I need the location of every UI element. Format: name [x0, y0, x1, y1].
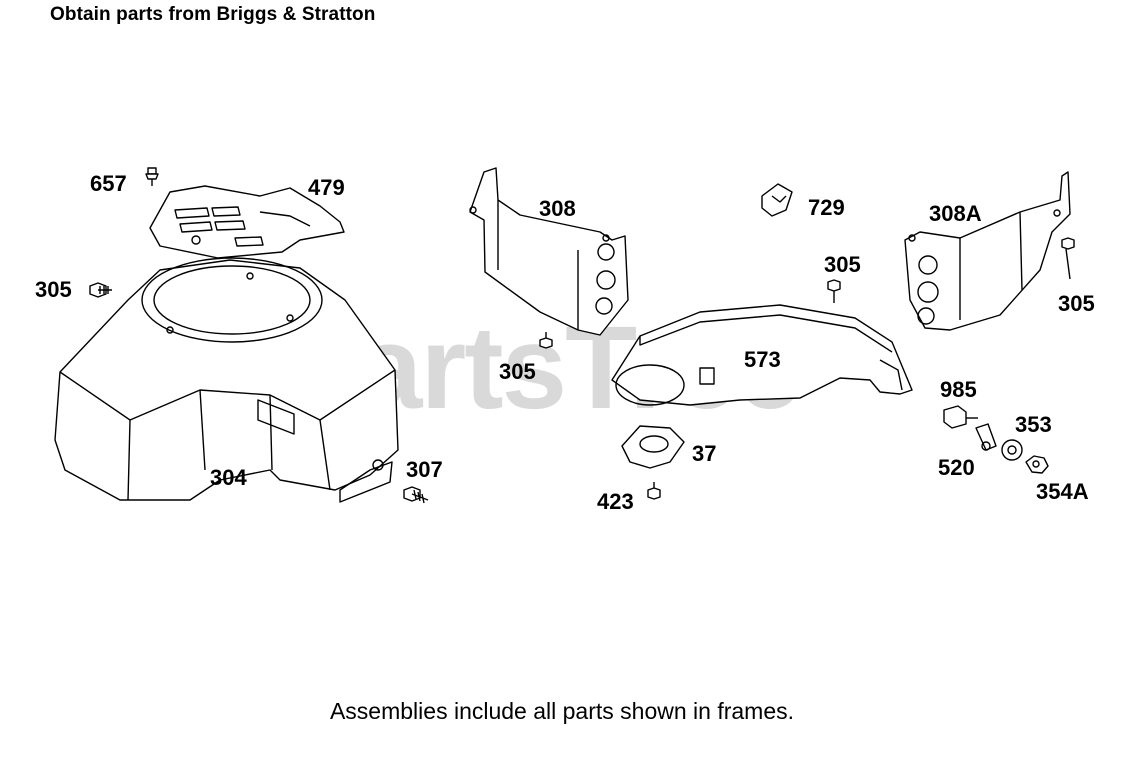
part-305-screw-right[interactable]	[1061, 237, 1075, 280]
callout-729: 729	[808, 195, 845, 220]
callout-305-under-308: 305	[499, 359, 536, 384]
part-657-screw[interactable]	[145, 167, 159, 186]
page-header: Obtain parts from Briggs & Stratton	[50, 4, 376, 25]
part-308a-baffle[interactable]	[904, 171, 1071, 331]
callout-305-left: 305	[35, 277, 72, 302]
callout-423: 423	[597, 489, 634, 514]
callout-353: 353	[1015, 412, 1052, 437]
part-305-bolt-left[interactable]	[89, 282, 112, 298]
callout-479: 479	[308, 175, 345, 200]
part-304-blower-housing[interactable]	[54, 257, 399, 503]
part-308-baffle[interactable]	[469, 167, 629, 336]
part-729-clip[interactable]	[761, 183, 793, 217]
part-479-shield-plate[interactable]	[149, 185, 345, 259]
part-985-terminal[interactable]	[943, 405, 978, 429]
callout-308a: 308A	[929, 201, 982, 226]
part-520-bracket[interactable]	[975, 423, 997, 451]
callout-573: 573	[744, 347, 781, 372]
callout-354a: 354A	[1036, 479, 1089, 504]
part-307-screw[interactable]	[403, 486, 429, 504]
callout-520: 520	[938, 455, 975, 480]
callout-307: 307	[406, 457, 443, 482]
part-353-lock-washer[interactable]	[1001, 439, 1023, 461]
callout-308: 308	[539, 196, 576, 221]
callout-305-right: 305	[1058, 291, 1095, 316]
callout-305-above-573: 305	[824, 252, 861, 277]
part-423-screw[interactable]	[647, 482, 661, 500]
part-573-air-guide[interactable]	[611, 304, 913, 406]
part-305-screw-573[interactable]	[827, 279, 841, 303]
part-37-gasket[interactable]	[621, 425, 685, 469]
part-354a-nut[interactable]	[1025, 455, 1049, 474]
callout-657: 657	[90, 171, 127, 196]
part-305-screw-308[interactable]	[539, 332, 553, 349]
page-footer-note: Assemblies include all parts shown in fr…	[329, 698, 795, 724]
callout-37: 37	[692, 441, 717, 466]
callout-985: 985	[940, 377, 977, 402]
callout-304: 304	[210, 465, 247, 490]
